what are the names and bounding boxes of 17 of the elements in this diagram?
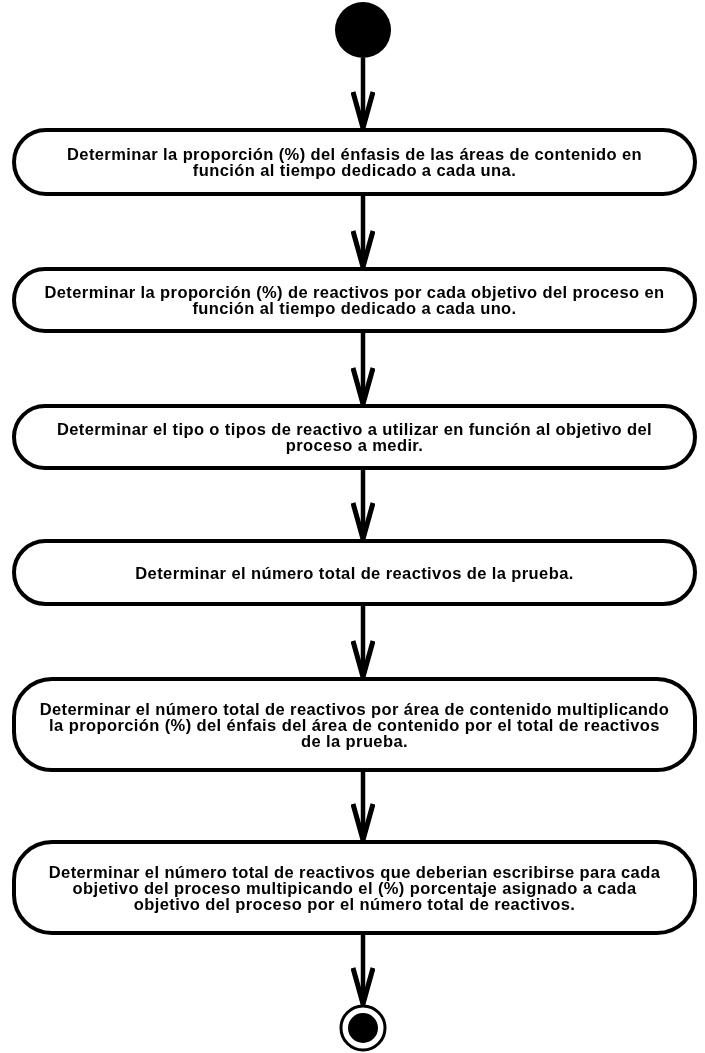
arrow: [350, 606, 376, 680]
activity-box: [12, 840, 697, 935]
activity-text: Determinar el número total de reactivos que deberian escribirse para cada objetivo del proceso multipicando el (%) porcentaje asignado a cada objetivo del proceso por el número total de reactivos.: [47, 863, 662, 912]
activity-text: Determinar el número total de reactivos de la prueba.: [135, 564, 574, 581]
arrow: [350, 470, 376, 542]
arrow: [350, 58, 376, 131]
activity-text: Determinar la proporción (%) del énfasis de las áreas de contenido en función al tiempo dedicado a cada una.: [66, 146, 643, 178]
arrow: [350, 196, 376, 270]
arrow: [350, 333, 376, 407]
final-node: [339, 1004, 387, 1052]
activity-box: [12, 677, 697, 772]
activity-text: Determinar el tipo o tipos de reactivo a utilizar en función al objetivo del proceso a medir.: [55, 421, 654, 453]
activity-text: Determinar el número total de reactivos por área de contenido multiplicando la proporción (%) del énfais del área de contenido por el total de reactivos de la prueba.: [38, 700, 671, 749]
arrow: [350, 935, 376, 1007]
activity-text: Determinar la proporción (%) de reactivos por cada objetivo del proceso en función al tiempo dedicado a cada uno.: [43, 284, 666, 316]
arrow: [350, 772, 376, 843]
initial-node: [335, 2, 391, 58]
